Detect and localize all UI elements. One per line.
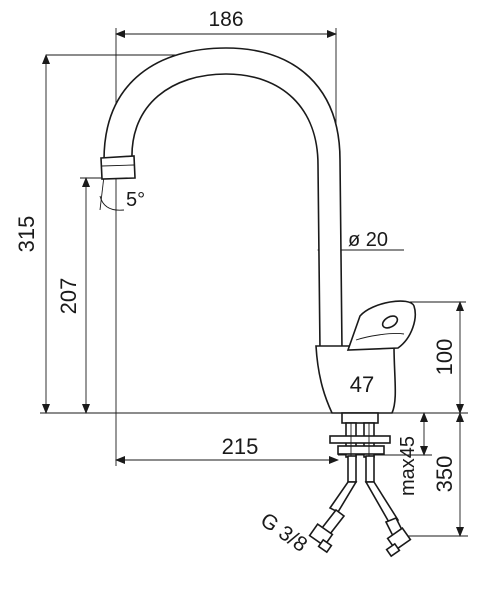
spout-outer xyxy=(103,47,343,351)
label-spout-height: 207 xyxy=(56,278,81,315)
supply-hoses xyxy=(308,481,412,558)
mixer-body xyxy=(315,345,397,414)
label-body-height: 100 xyxy=(432,339,457,376)
aerator xyxy=(100,155,136,180)
handle-cap xyxy=(381,315,399,329)
label-thread: G 3/8 xyxy=(256,509,311,557)
label-total-height: 315 xyxy=(14,216,39,253)
dimension-labels: 186 315 207 5° ø 20 100 47 215 max45 350… xyxy=(14,8,457,557)
label-diameter: ø 20 xyxy=(348,229,388,251)
mounting-assembly xyxy=(329,412,391,483)
label-base-width: 47 xyxy=(350,372,374,397)
label-hose-length: 350 xyxy=(432,456,457,493)
lever-handle xyxy=(346,300,416,351)
label-angle: 5° xyxy=(126,189,145,211)
label-max-thickness: max45 xyxy=(397,436,419,496)
label-reach: 215 xyxy=(222,434,259,459)
label-width-top: 186 xyxy=(208,8,243,31)
faucet xyxy=(100,47,416,558)
